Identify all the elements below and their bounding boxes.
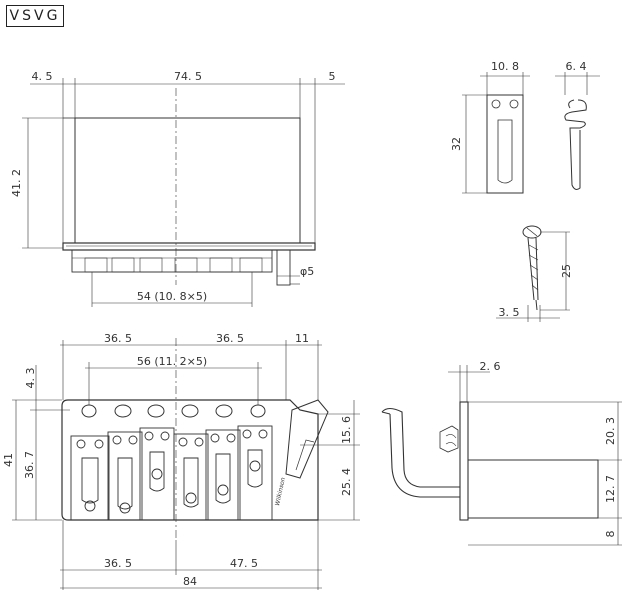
dim-upper-height: 20. 3 (604, 417, 617, 445)
dim-bottom-height: 8 (604, 531, 617, 538)
dim-block-height: 12. 7 (604, 475, 617, 503)
screw-view (496, 225, 570, 322)
dim-hole-spacing: 56 (11. 2×5) (137, 355, 207, 368)
dim-piece-height: 32 (450, 137, 463, 151)
dim-top-height: 41. 2 (10, 169, 23, 197)
dim-right-offset: 5 (329, 70, 336, 83)
brand-logo: Wilkinson (274, 477, 287, 507)
dim-total-height: 41 (2, 453, 15, 467)
top-view (22, 78, 345, 307)
dim-half-right: 36. 5 (216, 332, 244, 345)
dim-stud-dia: φ5 (300, 265, 314, 278)
dim-half-left: 36. 5 (104, 332, 132, 345)
dim-lower-right: 25. 4 (340, 468, 353, 496)
dim-inner-height: 36. 7 (23, 451, 36, 479)
dim-plate-thickness: 2. 6 (480, 360, 501, 373)
dim-top-offset: 4. 3 (24, 368, 37, 389)
side-view (381, 365, 622, 546)
front-saddles (70, 425, 273, 521)
dim-piece-width: 10. 8 (491, 60, 519, 73)
dim-screw-length: 25 (560, 264, 573, 278)
dim-upper-right: 15. 6 (340, 416, 353, 444)
dim-string-spacing: 54 (10. 8×5) (137, 290, 207, 303)
front-view (12, 338, 360, 590)
dim-arm-offset: 11 (295, 332, 309, 345)
dim-spring-width: 6. 4 (566, 60, 587, 73)
model-label: VSVG (6, 5, 64, 27)
dim-screw-dia: 3. 5 (499, 306, 520, 319)
spring-view (555, 72, 600, 190)
dim-plate-length: 74. 5 (174, 70, 202, 83)
dim-total-width: 84 (183, 575, 197, 588)
dim-bottom-right: 47. 5 (230, 557, 258, 570)
saddle-piece-view (462, 72, 530, 194)
dim-left-offset: 4. 5 (32, 70, 53, 83)
dim-bottom-left: 36. 5 (104, 557, 132, 570)
